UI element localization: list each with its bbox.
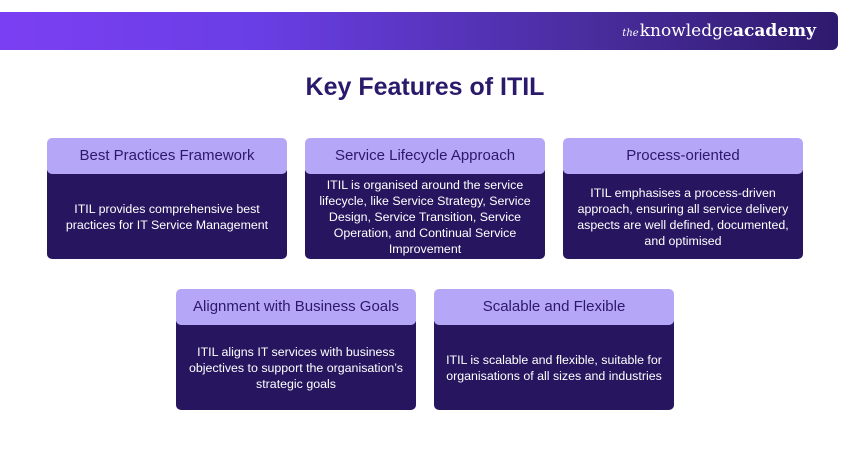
brand-logo: theknowledgeacademy	[622, 20, 816, 45]
card-heading: Best Practices Framework	[47, 138, 287, 174]
feature-card-service-lifecycle: Service Lifecycle Approach ITIL is organ…	[305, 138, 545, 259]
feature-card-scalable-flexible: Scalable and Flexible ITIL is scalable a…	[434, 289, 674, 410]
brand-knowledge: knowledge	[639, 21, 734, 41]
feature-card-process-oriented: Process-oriented ITIL emphasises a proce…	[563, 138, 803, 259]
card-description: ITIL is organised around the service lif…	[305, 170, 545, 259]
brand-the: the	[622, 28, 639, 39]
card-description: ITIL aligns IT services with business ob…	[176, 321, 416, 410]
feature-card-best-practices: Best Practices Framework ITIL provides c…	[47, 138, 287, 259]
brand-academy: academy	[733, 21, 816, 41]
card-heading: Scalable and Flexible	[434, 289, 674, 325]
header-banner: theknowledgeacademy	[0, 12, 838, 50]
page-title: Key Features of ITIL	[305, 73, 545, 101]
card-description: ITIL emphasises a process-driven approac…	[563, 170, 803, 259]
feature-card-business-alignment: Alignment with Business Goals ITIL align…	[176, 289, 416, 410]
card-heading: Process-oriented	[563, 138, 803, 174]
card-heading: Alignment with Business Goals	[176, 289, 416, 325]
card-heading: Service Lifecycle Approach	[305, 138, 545, 174]
card-description: ITIL is scalable and flexible, suitable …	[434, 321, 674, 410]
card-description: ITIL provides comprehensive best practic…	[47, 170, 287, 259]
